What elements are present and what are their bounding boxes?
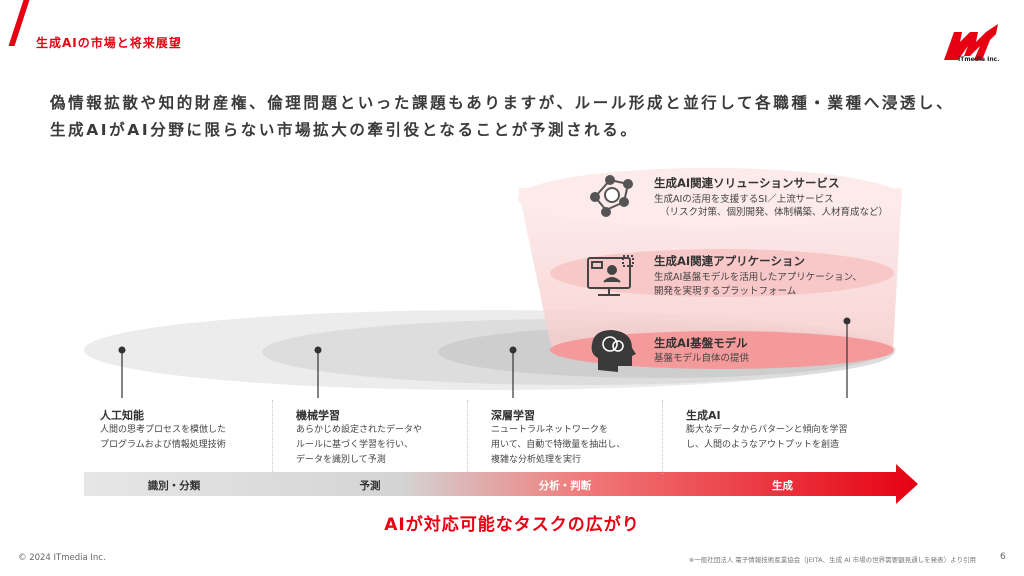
stage-title-dl: 深層学習 <box>491 409 535 422</box>
pin-ml <box>314 346 322 398</box>
stage-desc-ml-line-1: あらかじめ設定されたデータや <box>296 425 423 435</box>
page-number: 6 <box>1000 552 1006 562</box>
layer-desc-solution-2: （リスク対策、個別開発、体制構築、人材育成など） <box>660 207 889 218</box>
stage-desc-dl: ニュートラルネットワークを 用いて、自動で特徴量を抽出し、 複雑な分析処理を実行 <box>491 423 669 468</box>
stage-divider-3 <box>662 400 663 474</box>
stage-title-genai: 生成AI <box>686 409 721 422</box>
stage-desc-ai-line-1: 人間の思考プロセスを模倣した <box>100 425 227 435</box>
stage-desc-dl-line-3: 複雑な分析処理を実行 <box>491 455 582 465</box>
source-footnote: ※一般社団法人 電子情報技術産業協会（JEITA、生成 AI 市場の世界需要額見… <box>688 556 976 564</box>
section-title: 生成AIの市場と将来展望 <box>36 36 182 50</box>
conclusion-text: AIが対応可能なタスクの広がり <box>384 515 640 535</box>
stage-desc-dl-line-1: ニュートラルネットワークを <box>491 425 609 435</box>
arrow-label-classify: 識別・分類 <box>147 480 201 492</box>
funnel-layer-middle <box>550 249 894 297</box>
stage-desc-genai-line-2: し、人間のようなアウトプットを創造 <box>686 440 840 450</box>
stage-divider-1 <box>272 400 273 474</box>
task-range-arrow <box>84 464 918 504</box>
funnel-layer-bottom <box>550 331 894 369</box>
stage-desc-dl-line-2: 用いて、自動で特徴量を抽出し、 <box>491 440 626 450</box>
stage-desc-ai-line-2: プログラムおよび情報処理技術 <box>100 440 226 450</box>
layer-desc-foundation-1: 基盤モデル自体の提供 <box>654 353 750 364</box>
arrow-label-predict: 予測 <box>359 480 381 492</box>
layer-title-solution: 生成AI関連ソリューションサービス <box>654 176 840 190</box>
arrow-label-analyze: 分析・判断 <box>538 480 592 492</box>
headline-line-1: 偽情報拡散や知的財産権、倫理問題といった課題もありますが、ルール形成と並行して各… <box>50 94 955 112</box>
stage-desc-genai: 膨大なデータからパターンと傾向を学習 し、人間のようなアウトプットを創造 <box>686 423 896 453</box>
logo-text: ITmedia Inc. <box>958 56 1000 63</box>
pin-dl <box>509 346 517 398</box>
stage-title-ml: 機械学習 <box>296 409 340 422</box>
stage-title-ai: 人工知能 <box>100 409 144 422</box>
pin-genai <box>843 317 851 398</box>
headline: 偽情報拡散や知的財産権、倫理問題といった課題もありますが、ルール形成と並行して各… <box>50 90 990 144</box>
pin-ai <box>118 346 126 398</box>
copyright: © 2024 ITmedia Inc. <box>18 553 106 563</box>
stage-desc-genai-line-1: 膨大なデータからパターンと傾向を学習 <box>686 425 848 435</box>
stage-divider-2 <box>467 400 468 474</box>
headline-line-2: 生成AIがAI分野に限らない市場拡大の牽引役となることが予測される。 <box>50 121 639 139</box>
stage-desc-ml-line-2: ルールに基づく学習を行い、 <box>296 440 414 450</box>
layer-title-application: 生成AI関連アプリケーション <box>654 254 805 268</box>
stage-desc-ml-line-3: データを識別して予測 <box>296 455 386 465</box>
itmedia-logo <box>944 24 998 60</box>
layer-desc-application-2: 開発を実現するプラットフォーム <box>654 286 797 297</box>
stage-desc-ai: 人間の思考プロセスを模倣した プログラムおよび情報処理技術 <box>100 423 278 453</box>
network-people-icon <box>590 175 633 217</box>
layer-title-foundation: 生成AI基盤モデル <box>654 336 748 350</box>
computer-user-icon <box>587 255 634 296</box>
layer-desc-solution-1: 生成AIの活用を支援するSI／上流サービス <box>654 194 834 205</box>
brain-head-icon <box>591 330 636 372</box>
stage-desc-ml: あらかじめ設定されたデータや ルールに基づく学習を行い、 データを識別して予測 <box>296 423 474 468</box>
layer-desc-application-1: 生成AI基盤モデルを活用したアプリケーション、 <box>654 272 863 283</box>
arrow-label-generate: 生成 <box>772 480 793 492</box>
